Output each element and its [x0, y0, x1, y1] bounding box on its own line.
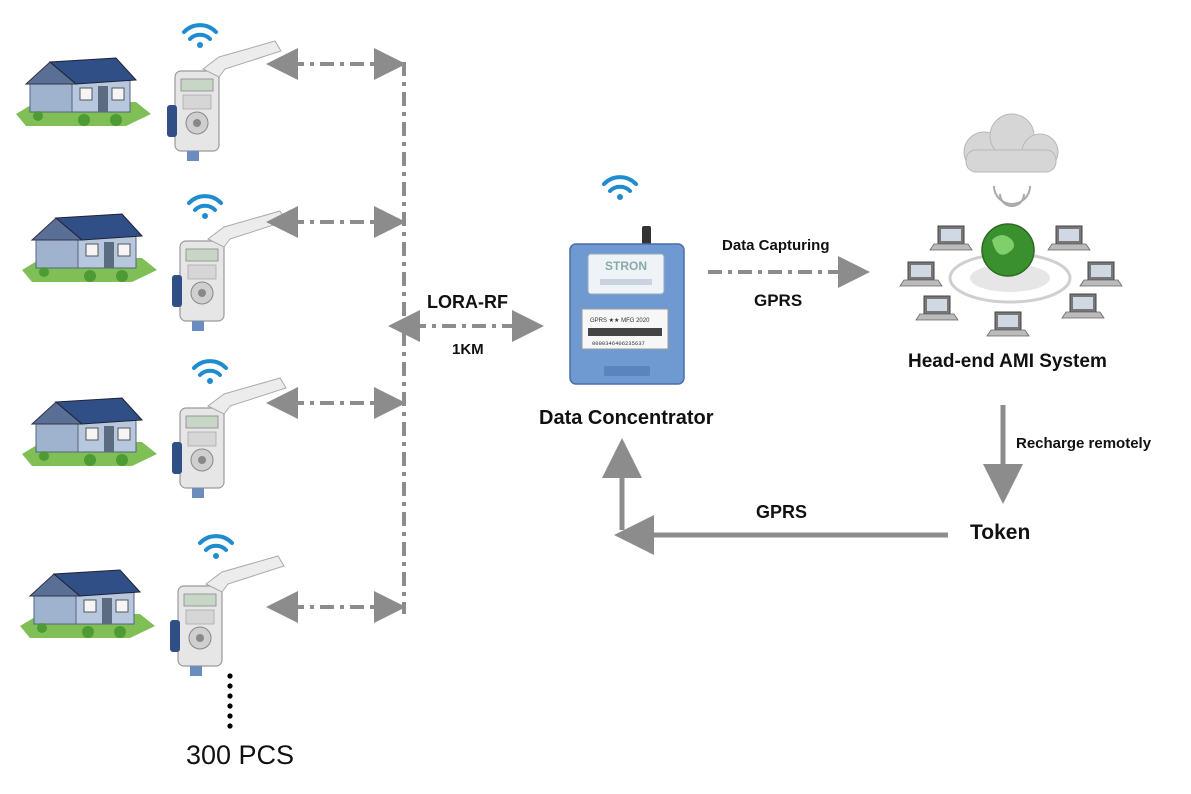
uplink-gprs-label: GPRS — [754, 291, 802, 310]
lora-label: LORA-RF — [427, 292, 508, 312]
token-label: Token — [970, 521, 1030, 544]
smart-meter-icon — [171, 377, 287, 499]
smart-meter-icon — [166, 40, 282, 162]
data-capturing-label: Data Capturing — [722, 237, 830, 254]
plate-text: GPRS ★★ MFG 2020 — [590, 317, 650, 324]
wifi-icon — [182, 23, 218, 50]
quantity-label: 300 PCS — [186, 740, 294, 770]
house-icon — [15, 57, 152, 127]
laptop-icon — [1079, 261, 1123, 287]
return-gprs-label: GPRS — [756, 502, 807, 522]
wifi-icon — [198, 534, 234, 561]
laptop-icon — [915, 295, 959, 321]
cloud-icon — [963, 113, 1059, 173]
range-label: 1KM — [452, 341, 484, 358]
laptop-icon — [929, 225, 973, 251]
laptop-icon — [1047, 225, 1091, 251]
wifi-icon — [602, 175, 638, 202]
laptop-icon — [986, 311, 1030, 337]
concentrator-label: Data Concentrator — [539, 407, 714, 429]
laptop-icon — [899, 261, 943, 287]
recharge-label: Recharge remotely — [1016, 435, 1152, 452]
wifi-icon — [192, 359, 228, 386]
house-icon — [21, 213, 158, 283]
data-concentrator-device: STRON GPRS ★★ MFG 2020 0000346406235637 — [569, 226, 685, 385]
cloud-network-icon — [899, 113, 1123, 337]
brand-label: STRON — [605, 259, 647, 273]
smart-meter-icon — [169, 555, 285, 677]
smart-meter-icon — [171, 210, 287, 332]
barcode-text: 0000346406235637 — [592, 340, 645, 347]
house-icon — [21, 397, 158, 467]
wifi-icon — [187, 194, 223, 221]
headend-label: Head-end AMI System — [908, 351, 1107, 372]
laptop-icon — [1061, 293, 1105, 319]
more-meters-dots — [227, 673, 233, 729]
house-icon — [19, 569, 156, 639]
